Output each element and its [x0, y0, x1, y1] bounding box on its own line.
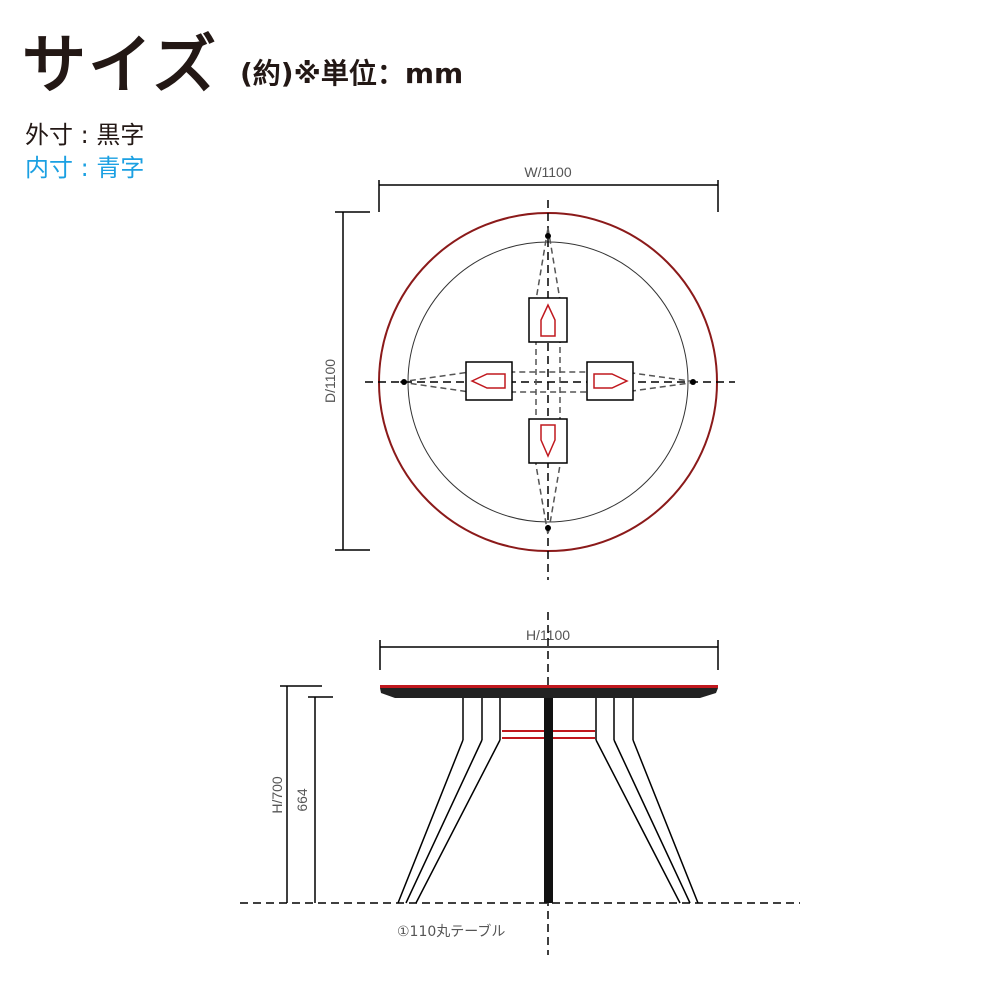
top-depth-label: D/1100: [322, 359, 338, 403]
tabletop-side-edge: [380, 685, 718, 688]
width-dimension: [378, 180, 719, 212]
leg-foot-points: [401, 233, 696, 531]
tabletop-side: [380, 688, 718, 698]
page-title: サイズ: [22, 29, 219, 103]
side-width-dimension: [379, 640, 719, 670]
leg-brackets-red-marks: [470, 303, 629, 458]
leg-brackets: [465, 297, 634, 464]
legs: [397, 739, 699, 904]
depth-dimension: [335, 211, 370, 551]
side-width-label: H/1100: [526, 627, 570, 643]
drawing-caption: ①110丸テーブル: [397, 923, 505, 940]
side-view: H/1100 H/700 664: [240, 612, 800, 955]
legend-outer-dimensions: 外寸 : 黒字: [25, 121, 145, 149]
leg-struts: [462, 698, 634, 740]
center-post: [544, 698, 553, 903]
center-lines: [365, 200, 735, 580]
inner-height-label: 664: [294, 788, 310, 812]
height-dimension: [280, 685, 333, 903]
unit-note: (約)※単位：mm: [240, 57, 464, 90]
top-width-label: W/1100: [524, 164, 571, 180]
height-label: H/700: [269, 776, 285, 814]
top-view: W/1100 D/1100: [322, 164, 735, 580]
legend-inner-dimensions: 内寸 : 青字: [25, 154, 145, 182]
